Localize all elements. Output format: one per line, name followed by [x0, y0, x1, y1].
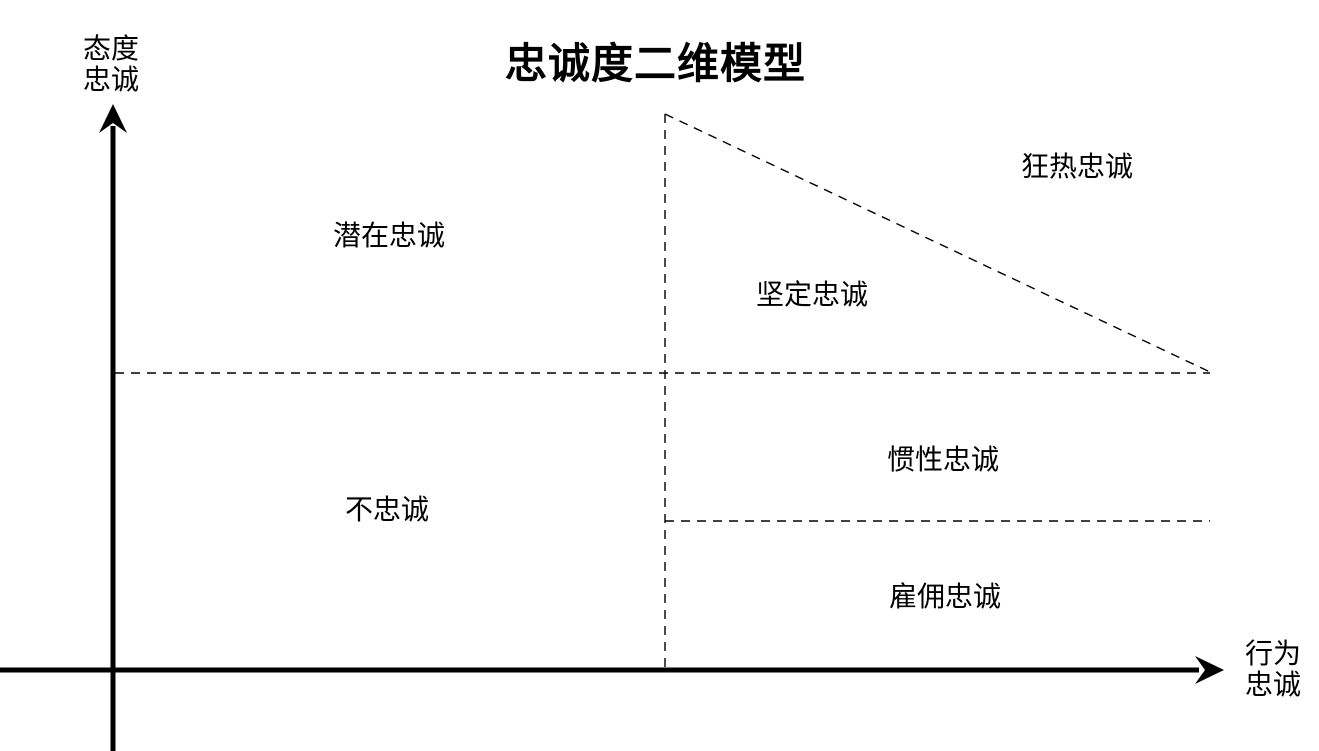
x-axis-arrowhead-icon	[1195, 656, 1224, 684]
region-label-latent-loyalty: 潜在忠诚	[333, 220, 446, 251]
region-label-fanatic-loyalty: 狂热忠诚	[1021, 151, 1134, 182]
region-label-mercenary-loyalty: 雇佣忠诚	[889, 581, 1002, 612]
region-label-firm-loyalty: 坚定忠诚	[756, 279, 869, 310]
diagram-title: 忠诚度二维模型	[504, 40, 806, 87]
y-axis-label: 态度 忠诚	[83, 33, 140, 95]
region-label-disloyal: 不忠诚	[345, 494, 430, 525]
region-label-inertia-loyalty: 惯性忠诚	[887, 444, 1000, 475]
diagonal-boundary-dashed-line	[664, 113, 1211, 373]
x-axis-label: 行为 忠诚	[1245, 638, 1302, 700]
y-axis-arrowhead-icon	[99, 104, 127, 133]
